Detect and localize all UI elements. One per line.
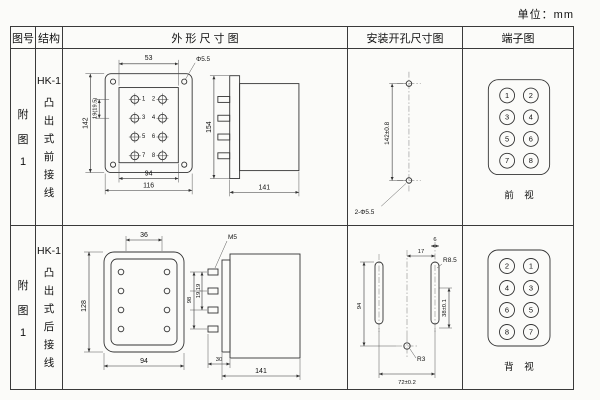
terminal-cell-row2: 2 1 4 3 6 5 8 7 背 视 xyxy=(463,226,573,389)
outline-cell-row1: 1 2 3 4 5 6 7 8 53 Φ5.5 142 xyxy=(63,49,348,226)
dim-side-width: 141 xyxy=(255,368,267,375)
terminal-circle-number: 5 xyxy=(505,134,509,143)
terminal-circle-number: 4 xyxy=(529,113,533,122)
dim-hole-radius: R3 xyxy=(417,356,426,363)
terminal-circle-number: 7 xyxy=(529,327,533,336)
header-mounting: 安装开孔尺寸图 xyxy=(348,27,463,49)
dim-bottom: 94 xyxy=(140,358,148,365)
terminal-number: 6 xyxy=(151,134,155,140)
dim-right: 38±0.1 xyxy=(442,299,448,317)
header-terminal: 端子图 xyxy=(463,27,573,49)
fig-label: 附 图 1 xyxy=(18,277,29,339)
model-label: HK-1 xyxy=(37,74,61,87)
fig-char: 1 xyxy=(19,326,27,339)
terminal-circle-number: 8 xyxy=(529,156,533,165)
dim-top-width: 53 xyxy=(144,55,152,62)
fig-cell-row2: 附 图 1 xyxy=(11,226,36,389)
dim-height: 142 xyxy=(82,117,89,129)
mounting-cell-row1: 142±0.8 2-Φ5.5 xyxy=(348,49,463,226)
structure-label: HK-1 凸 出 式 后 接 线 xyxy=(37,245,61,370)
terminal-screws xyxy=(128,93,168,162)
dim-pitch: 19,19 xyxy=(196,283,202,298)
dim-slot-width: 6 xyxy=(433,237,436,243)
structure-cell-row1: HK-1 凸 出 式 前 接 线 xyxy=(36,49,63,226)
dim-slot-radius: R8.5 xyxy=(443,257,457,264)
terminal-circle-number: 4 xyxy=(505,283,509,292)
header-structure: 结构 xyxy=(36,27,63,49)
outline-drawing-front-wiring: 1 2 3 4 5 6 7 8 53 Φ5.5 142 xyxy=(82,55,299,197)
structure-char: 前 xyxy=(43,150,55,163)
dim-side-height: 154 xyxy=(205,121,212,133)
structure-char: 接 xyxy=(43,168,55,181)
dim-bottom-inner: 94 xyxy=(144,171,152,178)
structure-char: 出 xyxy=(43,285,55,297)
terminal-diagram-back-view: 2 1 4 3 6 5 8 7 背 视 xyxy=(487,249,551,373)
terminal-number: 7 xyxy=(142,153,145,159)
terminal-circle-number: 8 xyxy=(505,327,509,336)
structure-label: HK-1 凸 出 式 前 接 线 xyxy=(37,75,61,200)
dim-top-width: 36 xyxy=(140,232,148,239)
dim-hole-count: 2-Φ5.5 xyxy=(354,209,374,216)
view-label: 背 视 xyxy=(504,361,538,373)
structure-char: 线 xyxy=(43,186,55,199)
dim-span: 72±0.2 xyxy=(398,380,416,386)
terminal-number: 1 xyxy=(142,96,145,102)
terminal-number: 3 xyxy=(142,115,146,121)
terminal-number: 4 xyxy=(151,115,155,121)
terminal-circle-number: 3 xyxy=(529,283,533,292)
outline-cell-row2: 36 128 94 M5 xyxy=(63,226,348,389)
dim-span: 98 xyxy=(187,296,193,302)
structure-char: 凸 xyxy=(43,267,55,279)
terminal-circle-number: 7 xyxy=(505,156,509,165)
fig-char: 1 xyxy=(19,156,27,168)
header-outline: 外 形 尺 寸 图 xyxy=(63,27,348,49)
terminal-diagram-front-view: 1 2 3 4 5 6 7 8 前 视 xyxy=(487,79,551,200)
dim-bottom-outer: 116 xyxy=(143,182,154,189)
terminal-circle-number: 2 xyxy=(505,261,509,270)
terminal-circle-number: 1 xyxy=(529,261,533,270)
outline-drawing-rear-wiring: 36 128 94 M5 xyxy=(81,232,300,380)
fig-char: 附 xyxy=(17,109,29,121)
fig-cell-row1: 附 图 1 xyxy=(11,49,36,226)
dim-height: 128 xyxy=(81,300,88,312)
fig-char: 图 xyxy=(17,134,29,146)
header-fig-no: 图号 xyxy=(11,27,36,49)
unit-label: 单位：mm xyxy=(517,9,574,21)
model-label: HK-1 xyxy=(37,245,61,257)
structure-char: 式 xyxy=(43,132,55,145)
mounting-cell-row2: 17 6 R8.5 94 38±0.1 R3 xyxy=(348,226,463,389)
terminal-number: 5 xyxy=(142,134,146,140)
dim-offset: 17 xyxy=(417,249,423,255)
structure-char: 式 xyxy=(43,303,55,315)
terminal-circle-number: 3 xyxy=(505,113,509,122)
structure-char: 后 xyxy=(43,321,55,333)
dim-depth: 30 xyxy=(215,357,221,363)
structure-char: 出 xyxy=(43,114,55,127)
terminal-circle-number: 6 xyxy=(505,305,509,314)
mounting-drawing-rear-wiring: 17 6 R8.5 94 38±0.1 R3 xyxy=(357,237,457,386)
structure-char: 接 xyxy=(43,339,55,351)
terminal-circle-number: 2 xyxy=(529,91,533,100)
terminal-number: 8 xyxy=(151,153,155,159)
terminal-number: 2 xyxy=(151,96,154,102)
fig-char: 图 xyxy=(17,304,29,317)
dim-height: 94 xyxy=(357,302,363,309)
fig-label: 附 图 1 xyxy=(18,106,29,168)
terminal-cell-row1: 1 2 3 4 5 6 7 8 前 视 xyxy=(463,49,573,226)
spec-table: 图号 结构 外 形 尺 寸 图 安装开孔尺寸图 端子图 附 图 1 HK-1 凸… xyxy=(10,26,574,390)
dim-pitch: 19(19.5) xyxy=(92,98,98,119)
view-label: 前 视 xyxy=(504,189,537,200)
terminal-circle-number: 5 xyxy=(529,305,533,314)
terminal-circle-number: 1 xyxy=(505,91,509,100)
structure-char: 线 xyxy=(43,357,55,369)
mounting-drawing-front-wiring: 142±0.8 2-Φ5.5 xyxy=(354,71,421,216)
dim-side-width: 141 xyxy=(258,184,270,191)
terminal-circle-number: 6 xyxy=(529,134,533,143)
dim-screw: M5 xyxy=(228,234,237,241)
dim-hole-spacing: 142±0.8 xyxy=(384,121,391,145)
dim-corner-hole: Φ5.5 xyxy=(196,56,210,63)
structure-char: 凸 xyxy=(43,96,55,109)
fig-char: 附 xyxy=(17,279,29,292)
structure-cell-row2: HK-1 凸 出 式 后 接 线 xyxy=(36,226,63,389)
